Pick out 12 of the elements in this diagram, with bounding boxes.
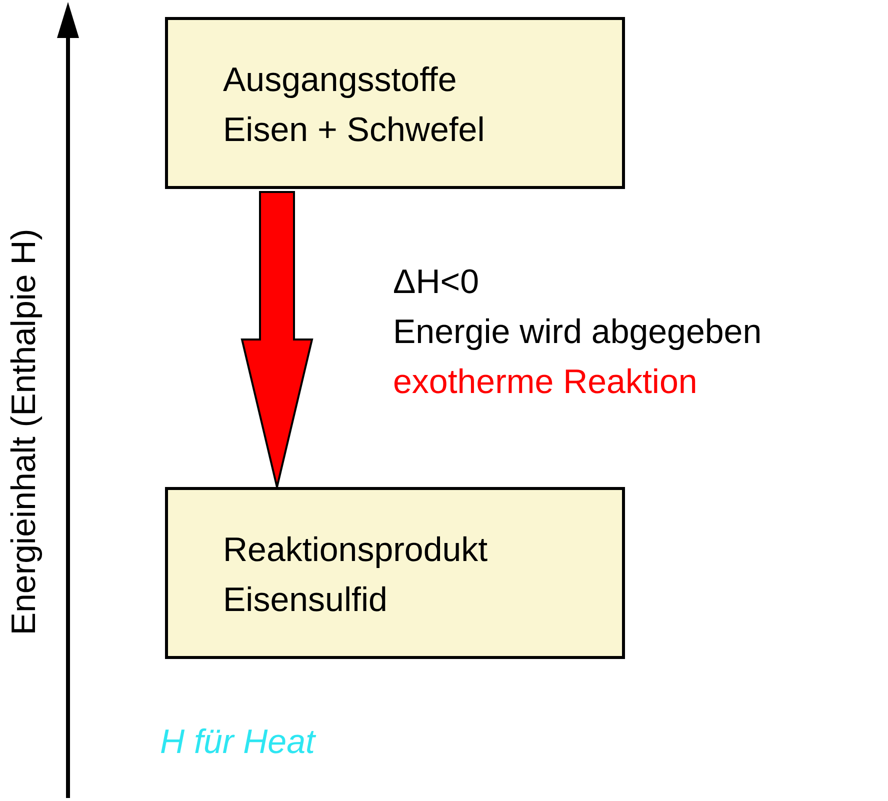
label-text: exotherme Reaktion (393, 362, 698, 403)
box-text: Reaktionsprodukt (223, 530, 489, 571)
box-text: Ausgangsstoffe (223, 60, 458, 101)
process-box (165, 17, 625, 189)
axis-label: Energieinhalt (Enthalpie H) (4, 228, 44, 636)
arrow (240, 191, 314, 488)
process-box (165, 487, 625, 659)
box-text: Eisen + Schwefel (223, 110, 486, 151)
box-text: Eisensulfid (223, 580, 388, 621)
label-text: ΔH<0 (393, 262, 480, 303)
label-text: Energie wird abgegeben (393, 312, 762, 353)
note-text: H für Heat (160, 722, 315, 763)
